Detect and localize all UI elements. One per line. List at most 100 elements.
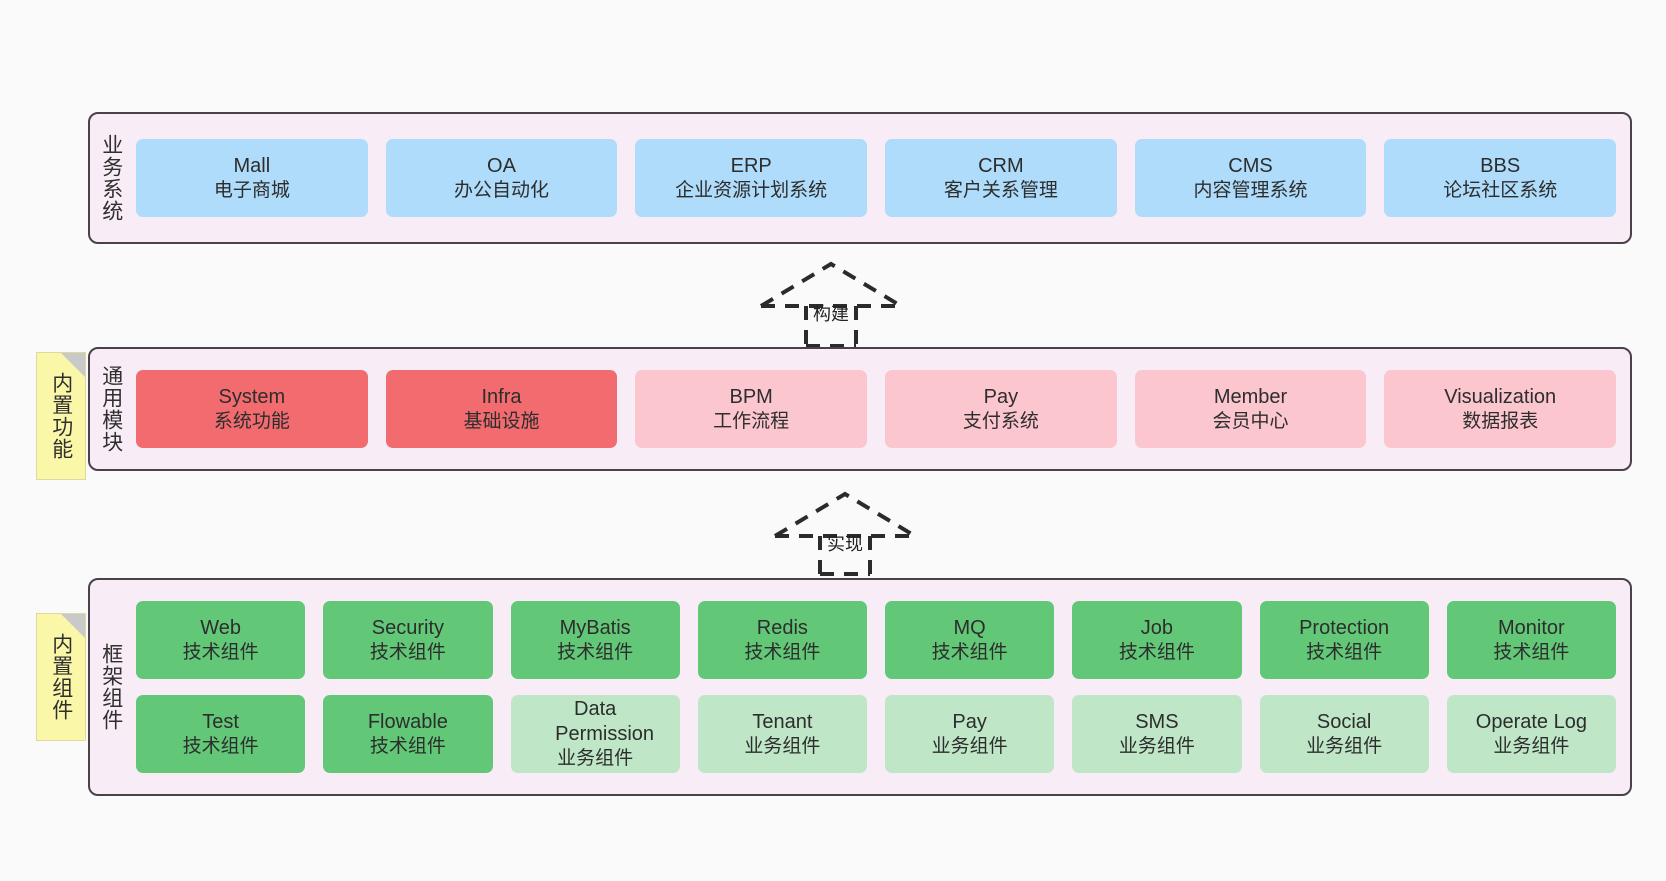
section-label-common-modules: 通用模块 bbox=[99, 365, 123, 453]
node-title: BBS bbox=[1480, 154, 1521, 177]
node-subtitle: 支付系统 bbox=[962, 410, 1039, 432]
arrow-shaft bbox=[804, 306, 858, 348]
node-title: Redis bbox=[756, 616, 808, 639]
section-label-framework-components: 框架组件 bbox=[99, 643, 123, 731]
section-body-common-modules: System 系统功能 Infra 基础设施 BPM 工作流程 Pay 支付系统… bbox=[132, 349, 1630, 469]
node-flowable[interactable]: Flowable 技术组件 bbox=[323, 695, 493, 773]
node-subtitle: 电子商城 bbox=[213, 179, 290, 201]
node-title: Data Permission bbox=[555, 698, 655, 746]
node-crm[interactable]: CRM 客户关系管理 bbox=[885, 139, 1117, 217]
arrow-head-hollow bbox=[759, 261, 903, 308]
node-protection[interactable]: Protection 技术组件 bbox=[1259, 601, 1429, 679]
node-title: Operate Log bbox=[1475, 710, 1587, 733]
node-tenant[interactable]: Tenant 业务组件 bbox=[697, 695, 867, 773]
node-mq[interactable]: MQ 技术组件 bbox=[885, 601, 1055, 679]
row: Mall 电子商城 OA 办公自动化 ERP 企业资源计划系统 CRM 客户关系… bbox=[136, 139, 1617, 217]
node-member[interactable]: Member 会员中心 bbox=[1134, 370, 1367, 448]
node-title: Social bbox=[1316, 710, 1372, 733]
node-bpm[interactable]: BPM 工作流程 bbox=[635, 370, 868, 448]
node-title: Monitor bbox=[1498, 616, 1565, 639]
node-title: Visualization bbox=[1444, 385, 1557, 408]
node-title: BPM bbox=[729, 385, 773, 408]
row: Test 技术组件 Flowable 技术组件 Data Permission … bbox=[136, 695, 1616, 773]
node-subtitle: 技术组件 bbox=[1118, 641, 1195, 663]
node-subtitle: 企业资源计划系统 bbox=[675, 179, 828, 201]
row: System 系统功能 Infra 基础设施 BPM 工作流程 Pay 支付系统… bbox=[136, 370, 1617, 448]
connector-label-implement: 实现 bbox=[827, 534, 863, 554]
section-body-framework-components: Web 技术组件 Security 技术组件 MyBatis 技术组件 Redi… bbox=[132, 580, 1630, 794]
node-system[interactable]: System 系统功能 bbox=[136, 370, 368, 448]
node-subtitle: 论坛社区系统 bbox=[1443, 179, 1558, 201]
node-bbs[interactable]: BBS 论坛社区系统 bbox=[1384, 139, 1617, 217]
arrow-head-hollow bbox=[773, 491, 917, 538]
node-oa[interactable]: OA 办公自动化 bbox=[385, 139, 618, 217]
section-body-business-systems: Mall 电子商城 OA 办公自动化 ERP 企业资源计划系统 CRM 客户关系… bbox=[132, 114, 1630, 242]
section-business-systems: 业务系统 Mall 电子商城 OA 办公自动化 ERP 企业资源计划系统 CRM… bbox=[88, 112, 1632, 244]
node-subtitle: 数据报表 bbox=[1462, 410, 1539, 432]
node-redis[interactable]: Redis 技术组件 bbox=[697, 601, 867, 679]
node-subtitle: 业务组件 bbox=[931, 735, 1008, 757]
node-mybatis[interactable]: MyBatis 技术组件 bbox=[510, 601, 680, 679]
node-subtitle: 技术组件 bbox=[1306, 641, 1383, 663]
note-fold-corner bbox=[61, 614, 85, 638]
node-title: Pay bbox=[983, 385, 1019, 408]
node-erp[interactable]: ERP 企业资源计划系统 bbox=[635, 139, 868, 217]
node-title: Member bbox=[1213, 385, 1288, 408]
node-security[interactable]: Security 技术组件 bbox=[323, 601, 493, 679]
node-subtitle: 业务组件 bbox=[1118, 735, 1195, 757]
connector-label-build: 构建 bbox=[813, 304, 849, 324]
node-subtitle: 业务组件 bbox=[557, 748, 634, 770]
note-fold-corner bbox=[61, 353, 85, 377]
node-subtitle: 客户关系管理 bbox=[943, 179, 1058, 201]
node-subtitle: 技术组件 bbox=[182, 641, 259, 663]
node-title: Web bbox=[200, 616, 241, 639]
node-subtitle: 技术组件 bbox=[182, 735, 259, 757]
node-subtitle: 业务组件 bbox=[1493, 735, 1570, 757]
node-subtitle: 技术组件 bbox=[369, 735, 446, 757]
node-subtitle: 业务组件 bbox=[1306, 735, 1383, 757]
node-subtitle: 业务组件 bbox=[744, 735, 821, 757]
node-title: SMS bbox=[1135, 710, 1179, 733]
node-subtitle: 基础设施 bbox=[463, 410, 540, 432]
node-pay-component[interactable]: Pay 业务组件 bbox=[885, 695, 1055, 773]
connector-build: 构建 bbox=[756, 258, 906, 348]
node-title: Test bbox=[202, 710, 239, 733]
node-pay[interactable]: Pay 支付系统 bbox=[885, 370, 1117, 448]
sticky-note-label: 内置功能 bbox=[49, 372, 73, 460]
node-subtitle: 工作流程 bbox=[713, 410, 790, 432]
node-test[interactable]: Test 技术组件 bbox=[136, 695, 306, 773]
section-label-business-systems: 业务系统 bbox=[99, 134, 123, 222]
node-subtitle: 办公自动化 bbox=[454, 179, 550, 201]
node-title: System bbox=[218, 385, 286, 408]
node-social[interactable]: Social 业务组件 bbox=[1259, 695, 1429, 773]
connector-implement: 实现 bbox=[770, 488, 920, 576]
node-operate-log[interactable]: Operate Log 业务组件 bbox=[1446, 695, 1616, 773]
node-mall[interactable]: Mall 电子商城 bbox=[136, 139, 368, 217]
node-subtitle: 技术组件 bbox=[1493, 641, 1570, 663]
node-monitor[interactable]: Monitor 技术组件 bbox=[1446, 601, 1616, 679]
section-framework-components: 框架组件 Web 技术组件 Security 技术组件 MyBatis 技术组件… bbox=[88, 578, 1632, 796]
node-sms[interactable]: SMS 业务组件 bbox=[1072, 695, 1242, 773]
node-title: Protection bbox=[1299, 616, 1390, 639]
node-subtitle: 系统功能 bbox=[213, 410, 290, 432]
node-subtitle: 技术组件 bbox=[557, 641, 634, 663]
node-data-permission[interactable]: Data Permission 业务组件 bbox=[510, 695, 680, 773]
node-title: MQ bbox=[953, 616, 986, 639]
node-title: ERP bbox=[730, 154, 772, 177]
node-web[interactable]: Web 技术组件 bbox=[136, 601, 306, 679]
node-cms[interactable]: CMS 内容管理系统 bbox=[1134, 139, 1367, 217]
sticky-note-builtin-components: 内置组件 bbox=[36, 613, 86, 741]
node-subtitle: 内容管理系统 bbox=[1193, 179, 1308, 201]
node-visualization[interactable]: Visualization 数据报表 bbox=[1384, 370, 1617, 448]
node-subtitle: 技术组件 bbox=[744, 641, 821, 663]
node-title: OA bbox=[487, 154, 516, 177]
node-job[interactable]: Job 技术组件 bbox=[1072, 601, 1242, 679]
node-title: Security bbox=[371, 616, 444, 639]
node-title: Infra bbox=[481, 385, 522, 408]
node-title: Tenant bbox=[752, 710, 813, 733]
node-title: Mall bbox=[233, 154, 271, 177]
section-common-modules: 通用模块 System 系统功能 Infra 基础设施 BPM 工作流程 Pay… bbox=[88, 347, 1632, 471]
node-title: CRM bbox=[978, 154, 1024, 177]
node-infra[interactable]: Infra 基础设施 bbox=[385, 370, 618, 448]
node-title: CMS bbox=[1228, 154, 1273, 177]
